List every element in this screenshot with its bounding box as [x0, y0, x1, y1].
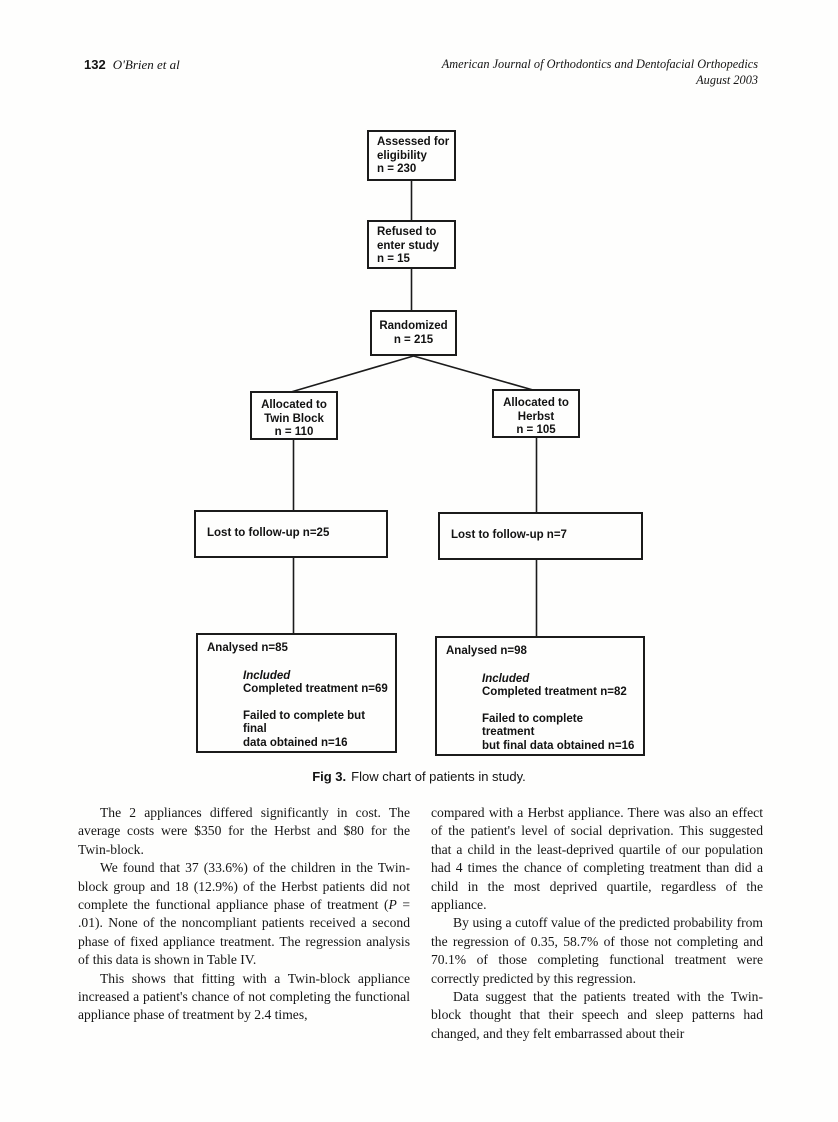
flow-node-line: Allocated to [261, 399, 327, 411]
journal-title: American Journal of Orthodontics and Den… [441, 57, 758, 71]
flow-node-line: enter study [377, 239, 439, 252]
body-column-right: compared with a Herbst appliance. There … [431, 804, 763, 1043]
flow-node-line: Twin Block [264, 412, 324, 425]
completed-line: Completed treatment n=82 [482, 686, 627, 699]
flow-node-line: Allocated to [503, 397, 569, 409]
failed-block: Failed to complete treatment but final d… [482, 713, 637, 754]
failed-line: but final data obtained n=16 [482, 739, 635, 752]
paragraph-text: We found that 37 (33.6%) of the children… [78, 860, 410, 913]
flow-node-line: n = 15 [377, 253, 410, 266]
flow-node-line: Lost to follow-up n=7 [451, 529, 567, 542]
paragraph: compared with a Herbst appliance. There … [431, 805, 763, 913]
analysed-title: Analysed n=98 [446, 645, 527, 657]
flow-node-line: n = 230 [377, 163, 417, 176]
flow-node-line: Assessed for [377, 136, 450, 148]
flowchart-connectors [290, 181, 538, 637]
completed-line: Completed treatment n=69 [243, 683, 388, 696]
failed-line: Failed to complete but final [243, 709, 366, 736]
flow-node-allocated-twin-block: Allocated to Twin Block n = 110 [250, 391, 338, 440]
figure-caption: Fig 3. Flow chart of patients in study. [0, 769, 838, 784]
analysed-detail: Included Completed treatment n=82 Failed… [482, 673, 637, 754]
failed-block: Failed to complete but final data obtain… [243, 710, 389, 751]
flow-node-analysed-herbst: Analysed n=98 Included Completed treatme… [435, 636, 645, 756]
failed-line: data obtained n=16 [243, 736, 348, 749]
page-number: 132 [84, 57, 106, 72]
figure-caption-label: Fig 3. [312, 769, 347, 784]
flow-node-lost-followup-herbst: Lost to follow-up n=7 [438, 512, 643, 560]
failed-line: Failed to complete treatment [482, 712, 583, 739]
flow-node-refused: Refused to enter study n = 15 [367, 220, 456, 269]
paragraph: We found that 37 (33.6%) of the children… [78, 859, 410, 969]
flow-node-line: n = 215 [393, 333, 434, 346]
flow-node-randomized: Randomized n = 215 [370, 310, 457, 356]
running-head-right: American Journal of Orthodontics and Den… [442, 57, 758, 88]
included-label: Included [243, 669, 291, 682]
flow-node-lost-followup-twin-block: Lost to follow-up n=25 [194, 510, 388, 558]
flow-node-line: Lost to follow-up n=25 [207, 527, 330, 540]
flow-node-analysed-twin-block: Analysed n=85 Included Completed treatme… [196, 633, 397, 753]
running-head-left: 132 O'Brien et al [84, 57, 180, 73]
issue-date: August 2003 [696, 72, 758, 87]
paragraph: This shows that fitting with a Twin-bloc… [78, 970, 410, 1023]
flow-node-line: n = 105 [516, 424, 556, 437]
flow-node-line: Randomized [379, 320, 448, 332]
analysed-detail: Included Completed treatment n=69 Failed… [243, 670, 389, 751]
flow-node-line: n = 110 [274, 426, 314, 439]
analysed-title: Analysed n=85 [207, 642, 288, 654]
paragraph: Data suggest that the patients treated w… [431, 989, 763, 1041]
flow-node-assessed: Assessed for eligibility n = 230 [367, 130, 456, 181]
paragraph: The 2 appliances differed significantly … [78, 805, 410, 857]
flow-node-line: eligibility [377, 149, 427, 162]
flow-node-line: Herbst [517, 410, 555, 423]
p-value-symbol: P [388, 897, 397, 913]
figure-caption-text: Flow chart of patients in study. [351, 769, 526, 784]
flow-node-line: Refused to [377, 226, 437, 238]
flow-node-allocated-herbst: Allocated to Herbst n = 105 [492, 389, 580, 438]
paragraph-text: = .01). None of the noncompliant patient… [78, 897, 410, 968]
body-column-left: The 2 appliances differed significantly … [78, 804, 410, 1025]
paragraph: By using a cutoff value of the predicted… [431, 915, 763, 986]
included-label: Included [482, 672, 530, 685]
running-authors: O'Brien et al [112, 57, 180, 72]
